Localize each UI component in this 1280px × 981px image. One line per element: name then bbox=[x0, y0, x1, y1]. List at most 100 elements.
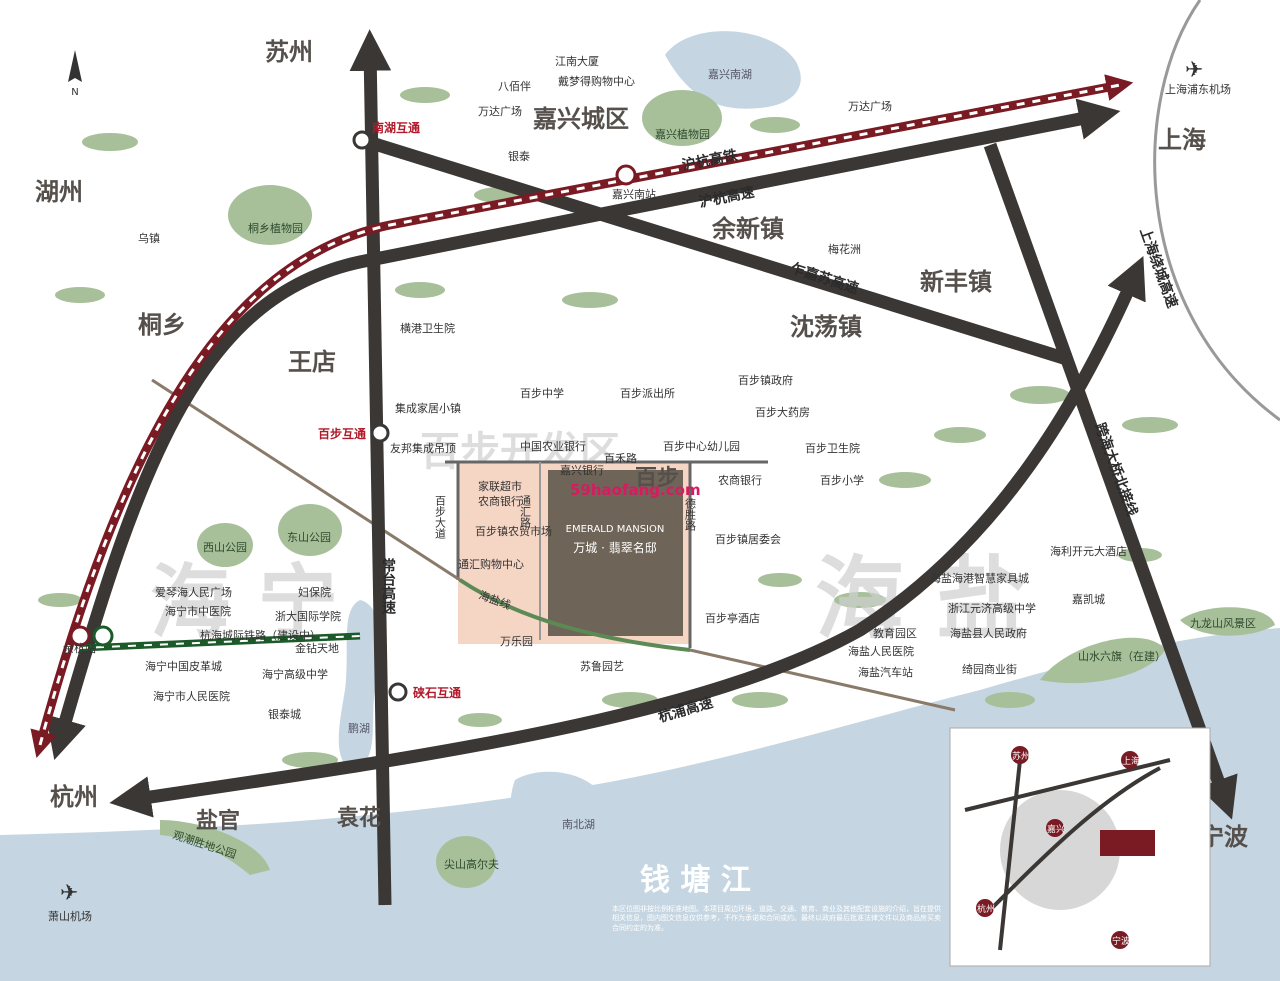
label-penghu: 鹏湖 bbox=[348, 722, 370, 735]
label-shanshui: 山水六旗（在建） bbox=[1078, 649, 1166, 663]
svg-text:百步镇居委会: 百步镇居委会 bbox=[715, 532, 781, 546]
label-jiaxing-south: 嘉兴南站 bbox=[612, 187, 656, 201]
label-pudong: 上海浦东机场 bbox=[1165, 82, 1231, 96]
intercity-station-icon bbox=[92, 625, 114, 647]
svg-text:金钻天地: 金钻天地 bbox=[295, 641, 339, 655]
label-zhajiasu: 乍嘉苏高速 bbox=[789, 260, 861, 298]
svg-text:农商银行: 农商银行 bbox=[718, 473, 762, 487]
svg-text:海宁市中医院: 海宁市中医院 bbox=[165, 604, 231, 618]
svg-text:海宁高级中学: 海宁高级中学 bbox=[262, 667, 328, 681]
jianshan-golf bbox=[436, 836, 496, 888]
guanchao-park bbox=[160, 820, 270, 875]
label-baibu-ic: 百步互通 bbox=[318, 426, 366, 441]
town-yuxin: 余新镇 bbox=[711, 215, 784, 243]
yuhang-station-icon bbox=[69, 625, 91, 647]
svg-text:百步大道: 百步大道 bbox=[434, 495, 447, 539]
label-xiashi-ic: 硖石互通 bbox=[413, 685, 461, 700]
city-huzhou: 湖州 bbox=[35, 178, 83, 206]
xiashi-interchange bbox=[388, 682, 408, 702]
project-name-en: EMERALD MANSION bbox=[566, 524, 665, 535]
svg-text:万达广场: 万达广场 bbox=[478, 104, 522, 118]
svg-text:百步卫生院: 百步卫生院 bbox=[805, 441, 860, 455]
svg-text:江南大厦: 江南大厦 bbox=[555, 54, 599, 68]
town-xinfeng: 新丰镇 bbox=[920, 268, 992, 296]
svg-text:百步小学: 百步小学 bbox=[820, 473, 864, 487]
svg-text:海盐汽车站: 海盐汽车站 bbox=[858, 665, 913, 679]
label-shanghai-ring: 上海绕城高速 bbox=[1136, 226, 1181, 311]
svg-text:教育园区: 教育园区 bbox=[873, 626, 917, 640]
north-arrow-icon bbox=[68, 50, 82, 82]
label-jiulongshan: 九龙山风景区 bbox=[1190, 617, 1256, 630]
project-name-cn: 万城 · 翡翠名邸 bbox=[573, 540, 656, 555]
svg-text:农商银行: 农商银行 bbox=[478, 494, 522, 508]
svg-text:万乐园: 万乐园 bbox=[500, 635, 533, 648]
svg-text:海宁市人民医院: 海宁市人民医院 bbox=[153, 689, 230, 703]
town-baibu: 百步 bbox=[635, 465, 679, 491]
inset-ningbo: 宁波 bbox=[1112, 935, 1130, 947]
label-meihuazhou: 梅花洲 bbox=[828, 242, 861, 256]
label-xiaoshan: 萧山机场 bbox=[48, 909, 92, 923]
svg-text:德胜路: 德胜路 bbox=[684, 497, 697, 532]
svg-text:银泰: 银泰 bbox=[508, 149, 530, 163]
poi-group-haiyan: 海利开元大酒店 海盐海港智慧家具城 浙江元济高级中学 嘉凯城 教育园区 海盐县人… bbox=[848, 544, 1127, 679]
svg-text:嘉兴银行: 嘉兴银行 bbox=[560, 463, 604, 477]
dongshan-park bbox=[278, 504, 342, 556]
inset-hangzhou: 杭州 bbox=[977, 903, 995, 915]
airplane-icon-pudong: ✈ bbox=[1185, 58, 1203, 83]
label-nanbeihu: 南北湖 bbox=[562, 818, 595, 831]
inset-shanghai: 上海 bbox=[1122, 755, 1140, 767]
svg-text:百禾路: 百禾路 bbox=[604, 452, 637, 465]
svg-text:海盐人民医院: 海盐人民医院 bbox=[848, 644, 914, 658]
label-wuzhen: 乌镇 bbox=[138, 231, 160, 245]
baibu-interchange bbox=[370, 423, 390, 443]
svg-text:海利开元大酒店: 海利开元大酒店 bbox=[1050, 544, 1127, 558]
town-wangdian: 王店 bbox=[288, 348, 336, 376]
svg-text:妇保院: 妇保院 bbox=[298, 585, 331, 599]
svg-text:百步镇政府: 百步镇政府 bbox=[738, 373, 793, 387]
label-tongxiang-botanic: 桐乡植物园 bbox=[248, 221, 303, 235]
town-yuanhua: 袁花 bbox=[336, 805, 381, 831]
svg-text:爱琴海人民广场: 爱琴海人民广场 bbox=[155, 585, 232, 599]
svg-text:集成家居小镇: 集成家居小镇 bbox=[395, 401, 461, 415]
svg-text:绮园商业街: 绮园商业街 bbox=[962, 662, 1017, 676]
town-tongxiang: 桐乡 bbox=[138, 311, 186, 339]
jiaxing-south-station-icon bbox=[615, 164, 637, 186]
nanhu-interchange bbox=[352, 130, 372, 150]
label-qiantang: 钱 塘 江 bbox=[640, 863, 751, 898]
svg-text:百步中学: 百步中学 bbox=[520, 386, 564, 400]
city-hangzhou: 杭州 bbox=[50, 783, 98, 811]
svg-text:家联超市: 家联超市 bbox=[478, 479, 522, 493]
svg-text:百步亭酒店: 百步亭酒店 bbox=[705, 611, 760, 625]
town-shendang: 沈荡镇 bbox=[790, 313, 862, 341]
svg-text:银泰城: 银泰城 bbox=[268, 707, 301, 721]
svg-text:海盐县人民政府: 海盐县人民政府 bbox=[950, 626, 1027, 640]
svg-text:苏鲁园艺: 苏鲁园艺 bbox=[580, 659, 624, 673]
svg-text:海盐海港智慧家具城: 海盐海港智慧家具城 bbox=[930, 571, 1029, 585]
label-dongshan: 东山公园 bbox=[287, 531, 331, 544]
jiulongshan-area bbox=[1180, 607, 1275, 636]
label-huhang-rail: 沪杭高铁 bbox=[681, 147, 739, 174]
city-suzhou: 苏州 bbox=[265, 38, 313, 66]
svg-text:横港卫生院: 横港卫生院 bbox=[400, 321, 455, 335]
svg-text:百步大药房: 百步大药房 bbox=[755, 405, 810, 419]
town-yanguan: 盐官 bbox=[196, 808, 240, 834]
airplane-icon-xiaoshan: ✈ bbox=[60, 881, 78, 906]
svg-text:百步镇农贸市场: 百步镇农贸市场 bbox=[475, 524, 552, 538]
label-xishan: 西山公园 bbox=[203, 541, 247, 554]
inset-suzhou: 苏州 bbox=[1012, 750, 1030, 762]
poi-group-north: 江南大厦 八佰伴 戴梦得购物中心 万达广场 银泰 万达广场 bbox=[478, 54, 892, 163]
label-nanhu-lake: 嘉兴南湖 bbox=[708, 67, 752, 81]
svg-text:浙大国际学院: 浙大国际学院 bbox=[275, 609, 341, 623]
svg-text:百步派出所: 百步派出所 bbox=[620, 386, 675, 400]
label-yuhang-station: 余杭站 bbox=[63, 641, 96, 655]
zhajiasu-highway bbox=[360, 133, 1072, 367]
city-shanghai: 上海 bbox=[1158, 126, 1206, 154]
label-jianshan: 尖山高尔夫 bbox=[444, 857, 499, 871]
svg-text:百步中心幼儿园: 百步中心幼儿园 bbox=[663, 440, 740, 453]
disclaimer: 本区位图非按比例标准地图。本项目周边环境、道路、交通、教育、商业及其他配套设施的… bbox=[612, 905, 941, 932]
changtai-highway bbox=[349, 29, 392, 906]
label-changtai: 常台高速 bbox=[380, 557, 396, 615]
svg-text:海宁中国皮革城: 海宁中国皮革城 bbox=[145, 659, 222, 673]
poi-group-center: 横港卫生院 百步中学 百步派出所 百步镇政府 百步大药房 集成家居小镇 中国农业… bbox=[390, 321, 864, 673]
